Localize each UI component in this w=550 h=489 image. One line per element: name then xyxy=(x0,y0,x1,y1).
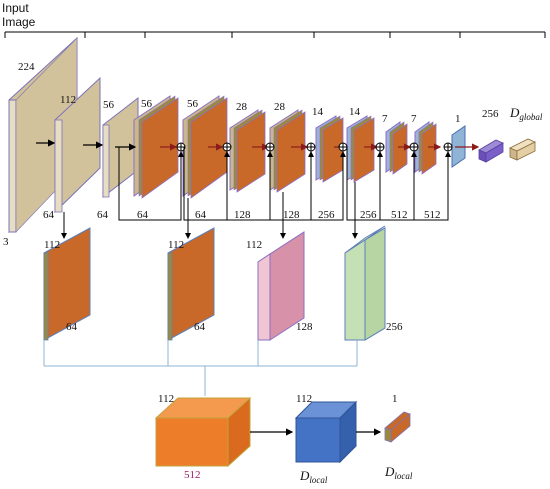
label-side3-size: 112 xyxy=(246,239,262,251)
label-dlocal-output: Dlocal xyxy=(384,464,413,481)
branch-arrows xyxy=(61,182,358,239)
block-10 xyxy=(414,121,437,175)
label-block4-ch: 64 xyxy=(195,209,207,221)
label-block9-ch: 512 xyxy=(391,209,408,221)
label-block8-size: 14 xyxy=(349,106,361,118)
label-block9-size: 7 xyxy=(382,113,388,125)
label-block1-size: 112 xyxy=(60,94,76,106)
title-image: Image xyxy=(2,15,36,29)
label-block7-ch: 256 xyxy=(318,209,335,221)
label-dlocal: Dlocal xyxy=(299,468,328,485)
skip-connections xyxy=(118,147,451,221)
label-concat-size: 112 xyxy=(158,393,174,405)
label-out-size: 1 xyxy=(392,393,398,405)
label-side4-ch: 256 xyxy=(386,321,403,333)
label-concat-ch: 512 xyxy=(184,469,201,481)
label-block2-size: 56 xyxy=(103,99,115,111)
label-input-size: 224 xyxy=(18,61,35,73)
block-4 xyxy=(182,95,228,199)
label-dlocal-size: 112 xyxy=(296,393,312,405)
label-side1-ch: 64 xyxy=(66,321,78,333)
label-side2-ch: 64 xyxy=(194,321,206,333)
label-side1-size: 112 xyxy=(44,239,60,251)
block-5 xyxy=(229,109,266,193)
main-flow-arrows xyxy=(36,139,137,151)
block-6 xyxy=(269,109,306,193)
label-input-depth: 3 xyxy=(3,236,9,248)
fc-block xyxy=(478,139,504,163)
label-block5-size: 28 xyxy=(236,101,248,113)
merge-lines xyxy=(43,340,358,396)
global-output-block xyxy=(509,138,536,161)
concat-block xyxy=(154,396,252,468)
label-block8-ch: 256 xyxy=(360,209,377,221)
label-block11-size: 1 xyxy=(455,113,461,125)
dlocal-block xyxy=(294,400,358,464)
block-3 xyxy=(133,95,179,199)
block-8 xyxy=(346,115,375,183)
label-block6-ch: 128 xyxy=(283,209,300,221)
label-block7-size: 14 xyxy=(312,106,324,118)
block-7 xyxy=(315,115,344,183)
block-1 xyxy=(54,76,101,214)
label-block6-size: 28 xyxy=(274,101,286,113)
label-block3-ch: 64 xyxy=(137,209,149,221)
label-side2-size: 112 xyxy=(168,239,184,251)
side-branch-3 xyxy=(257,231,305,341)
label-fc-size: 256 xyxy=(482,108,499,120)
label-block10-ch: 512 xyxy=(424,209,441,221)
label-block10-size: 7 xyxy=(411,113,417,125)
label-block3-size: 56 xyxy=(141,98,153,110)
add-node-5 xyxy=(338,142,348,152)
label-side3-ch: 128 xyxy=(296,321,313,333)
block-9 xyxy=(385,121,408,175)
side-branch-4 xyxy=(344,225,386,341)
label-global-output: Dglobal xyxy=(509,105,543,122)
title-input: Input xyxy=(2,1,29,15)
local-output-block xyxy=(384,411,411,443)
label-block4-size: 56 xyxy=(187,98,199,110)
label-block2-ch: 64 xyxy=(97,209,109,221)
add-node-8 xyxy=(443,142,453,152)
side-branch-1 xyxy=(43,227,91,341)
top-bracket xyxy=(4,31,546,38)
side-branch-2 xyxy=(167,227,215,341)
label-block1-ch: 64 xyxy=(43,209,55,221)
label-block5-ch: 128 xyxy=(234,209,251,221)
